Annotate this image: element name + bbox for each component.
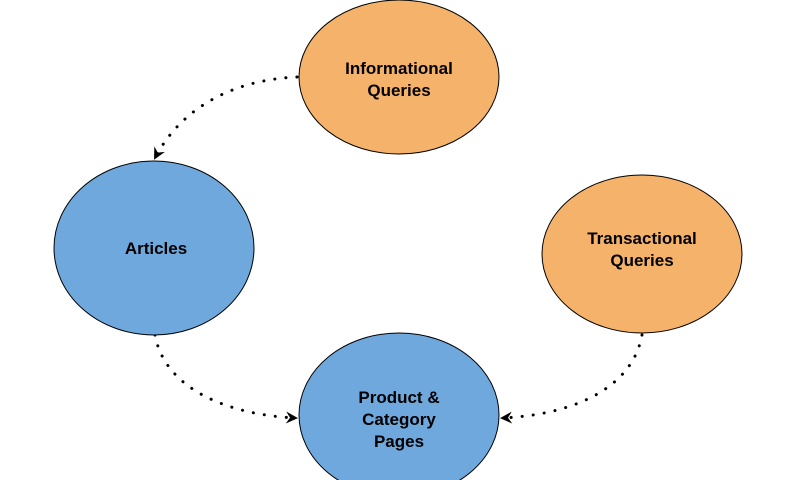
- node-label: Queries: [367, 81, 430, 100]
- node-product-category-pages: Product & Category Pages: [298, 332, 500, 480]
- node-label: Category: [362, 410, 436, 429]
- arrow-transactional-to-product: [500, 333, 644, 424]
- node-transactional-queries: Transactional Queries: [541, 174, 743, 334]
- node-articles: Articles: [53, 160, 255, 336]
- node-label: Informational: [345, 59, 453, 78]
- arrow-informational-to-articles: [153, 75, 299, 160]
- node-label: Queries: [610, 251, 673, 270]
- node-label: Pages: [374, 432, 424, 451]
- node-label: Transactional: [587, 229, 697, 248]
- node-informational-queries: Informational Queries: [298, 0, 500, 155]
- arrow-articles-to-product: [153, 333, 298, 424]
- node-label: Product &: [358, 388, 439, 407]
- node-label: Articles: [125, 239, 187, 258]
